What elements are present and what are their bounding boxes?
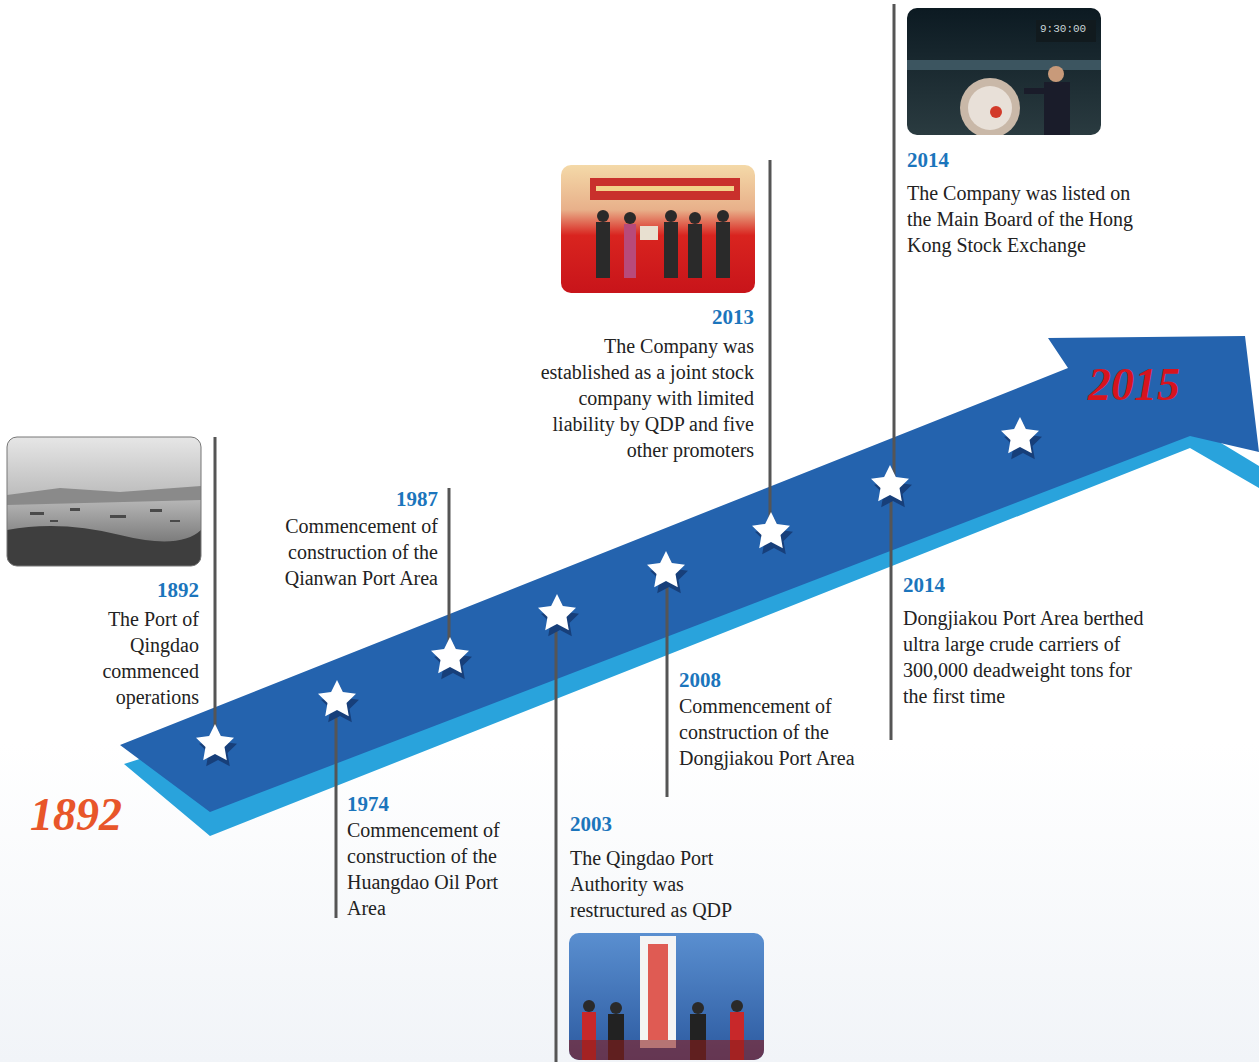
ceremony-photo: [561, 165, 755, 293]
event-year: 1974: [347, 792, 427, 816]
photo-frame: [7, 437, 201, 566]
star-markers: [196, 417, 1042, 766]
event-year: 2003: [570, 812, 650, 836]
event-text: The Company was established as a joint s…: [539, 333, 754, 463]
event-year: 1987: [358, 487, 438, 511]
event-year: 2014: [903, 573, 983, 597]
event-text: Commencement of construction of the Qian…: [273, 513, 438, 591]
event-text: Dongjiakou Port Area berthed ultra large…: [903, 605, 1153, 709]
event-text: The Port of Qingdao commenced operations: [71, 606, 199, 710]
event-text: The Qingdao Port Authority was restructu…: [570, 845, 770, 923]
listing-photo: [907, 8, 1101, 135]
event-text: Commencement of construction of the Dong…: [679, 693, 869, 771]
start-year: 1892: [30, 790, 170, 840]
event-year: 1892: [69, 578, 199, 602]
event-year: 2014: [907, 148, 987, 172]
photo-clock-text: 9:30:00: [1040, 22, 1096, 36]
event-year: 2013: [674, 305, 754, 329]
end-year: 2015: [1088, 360, 1228, 410]
event-text: The Company was listed on the Main Board…: [907, 180, 1157, 258]
leader-lines: [215, 4, 894, 1062]
restructuring-photo: [569, 933, 764, 1060]
event-text: Commencement of construction of the Huan…: [347, 817, 512, 921]
harbour-photo: [7, 437, 201, 566]
event-year: 2008: [679, 668, 759, 692]
